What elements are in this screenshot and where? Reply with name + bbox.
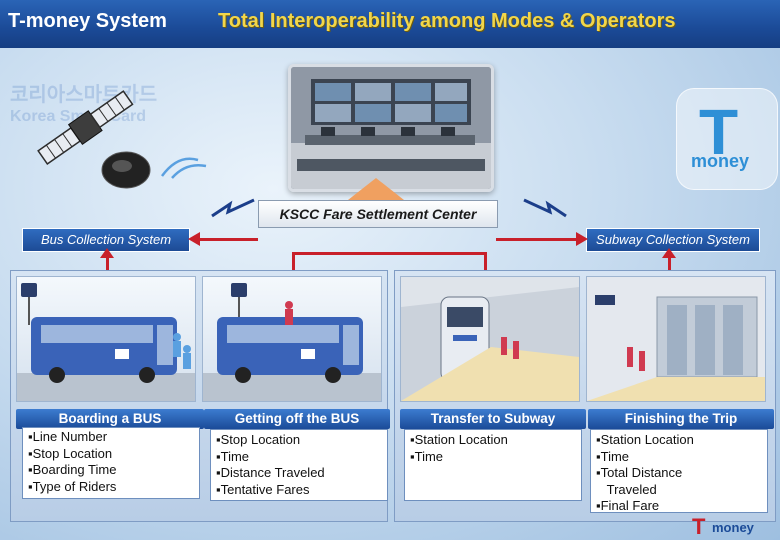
signal-waves-icon	[160, 157, 207, 179]
lightning-icon	[211, 198, 255, 218]
subway-platform-icon	[587, 277, 765, 401]
title-bar: T-money System Total Interoperability am…	[0, 0, 780, 48]
stage-title-finishing: Finishing the Trip	[588, 409, 774, 429]
transfer-info-list: Station Location Time	[410, 432, 508, 465]
subway-train-icon	[401, 277, 579, 401]
logo-letter: T	[699, 96, 739, 168]
connector-line	[292, 254, 295, 270]
page-subtitle: Total Interoperability among Modes & Ope…	[218, 10, 676, 32]
logo-word: money	[691, 151, 750, 171]
connector-line	[668, 252, 671, 270]
bus-collection-system-label: Bus Collection System	[22, 228, 190, 252]
bus-icon	[203, 283, 381, 401]
list-item: Boarding Time	[28, 462, 117, 479]
list-item-continuation: Traveled	[603, 481, 657, 497]
connector-line	[292, 252, 487, 255]
list-item: Time	[596, 449, 694, 466]
list-item: Distance Traveled	[216, 465, 325, 482]
lightning-icon	[523, 198, 567, 218]
subway-collection-system-label: Subway Collection System	[586, 228, 760, 252]
arrow-up-icon	[100, 248, 114, 258]
list-item: Station Location	[410, 432, 508, 449]
center-up-arrow	[348, 178, 404, 200]
finishing-info-list: Station Location Time Total Distance Tra…	[596, 432, 694, 515]
connector-line	[106, 252, 109, 270]
list-item: Tentative Fares	[216, 482, 325, 499]
getting-off-info-list: Stop Location Time Distance Traveled Ten…	[216, 432, 325, 498]
logo-letter: T	[692, 514, 706, 539]
tmoney-footer-logo: T money	[692, 514, 776, 539]
boarding-info-list: Line Number Stop Location Boarding Time …	[28, 429, 117, 496]
logo-word: money	[712, 520, 754, 535]
stage-title-transfer: Transfer to Subway	[400, 409, 586, 429]
list-item: Stop Location	[216, 432, 325, 449]
control-room-image	[288, 64, 494, 192]
settlement-center-label: KSCC Fare Settlement Center	[258, 200, 498, 228]
stage-title-getting-off: Getting off the BUS	[204, 409, 390, 429]
list-item: Type of Riders	[28, 479, 117, 496]
list-item: Total Distance	[596, 465, 694, 482]
tmoney-logo: T money	[676, 88, 778, 190]
subway-transfer-scene	[400, 276, 580, 402]
list-item: Station Location	[596, 432, 694, 449]
control-room-illustration	[291, 67, 491, 189]
list-item: Final Fare	[596, 498, 694, 515]
connector-line	[496, 238, 580, 241]
list-item: Line Number	[28, 429, 116, 446]
page-title: T-money System	[8, 10, 167, 32]
bus-boarding-scene	[16, 276, 196, 402]
list-item: Time	[216, 449, 325, 466]
connector-line	[484, 252, 487, 270]
arrow-up-icon	[662, 248, 676, 258]
arrow-right-icon	[576, 232, 588, 246]
connector-line	[196, 238, 258, 241]
satellite-icon	[37, 90, 151, 189]
arrow-left-icon	[188, 232, 200, 246]
bus-icon	[17, 283, 195, 401]
subway-exit-scene	[586, 276, 766, 402]
list-item: Stop Location	[28, 446, 116, 463]
bus-alighting-scene	[202, 276, 382, 402]
stage-title-boarding: Boarding a BUS	[16, 409, 204, 429]
list-item: Time	[410, 449, 508, 466]
